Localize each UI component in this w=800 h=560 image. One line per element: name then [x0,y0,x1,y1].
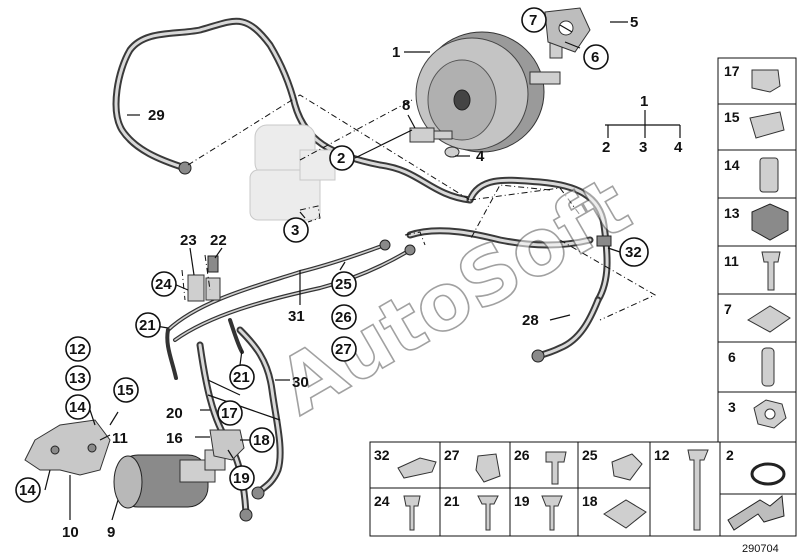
callout-25: 25 [335,276,352,293]
callout-3: 3 [291,222,299,239]
watermark-text: AutoSoft [264,161,645,433]
grid-icon-18 [603,499,647,529]
callout-1: 1 [392,44,400,61]
hierarchy-legend: 1 2 3 4 [602,93,683,156]
leader-lines [44,21,681,521]
callout-11: 11 [112,430,128,447]
master-cylinder-ghost [249,124,336,221]
vacuum-pump [113,449,226,509]
arrow-icon [727,495,785,531]
part-icon-17 [751,69,781,93]
callout-24: 24 [155,276,172,293]
callout-32: 32 [625,244,642,261]
grid-label-25: 25 [582,447,598,463]
part-icon-15 [749,111,785,139]
callout-12: 12 [69,341,86,358]
callout-16: 16 [166,430,183,447]
reference-number: 290704 [742,543,779,555]
grid-label-21: 21 [444,493,460,509]
callout-9: 9 [107,524,115,541]
grid-label-18: 18 [582,493,598,509]
callout-7: 7 [529,12,537,29]
valve-8 [409,127,453,143]
part-label-6: 6 [728,349,736,365]
callout-22: 22 [210,232,227,249]
callout-10: 10 [62,524,79,541]
legend-child-b: 3 [639,139,647,156]
callout-13: 13 [69,370,86,387]
reference-lines [181,94,657,321]
part-label-7: 7 [724,301,732,317]
part-label-15: 15 [724,109,740,125]
part-icon-11 [761,251,781,291]
hose-28 [406,227,602,363]
callout-18: 18 [253,432,270,449]
grid-label-27: 27 [444,447,460,463]
callout-30: 30 [292,374,309,391]
callout-23: 23 [180,232,197,249]
parts-column: 17 15 14 13 11 7 6 3 [717,57,797,443]
callout-5: 5 [630,14,638,31]
callout-21a: 21 [139,317,156,334]
grid-label-24: 24 [374,493,390,509]
grid-label-19: 19 [514,493,530,509]
legend-child-a: 2 [602,139,610,156]
legend-root: 1 [640,93,648,110]
callout-29: 29 [148,107,165,124]
callout-8: 8 [402,97,410,114]
callout-19: 19 [233,470,250,487]
parts-grid: 32 27 26 25 24 21 19 18 12 2 [369,441,797,537]
legend-child-c: 4 [674,139,683,156]
grommet-4 [444,146,460,158]
callout-27: 27 [335,341,352,358]
part-label-11: 11 [724,253,739,269]
callouts: 1 6 7 5 8 4 2 3 29 32 28 31 25 26 27 23 … [15,7,649,541]
grid-label-2: 2 [726,447,734,463]
callout-20: 20 [166,405,183,422]
callout-21b: 21 [233,369,250,386]
callout-2: 2 [337,150,345,167]
callout-15: 15 [117,382,134,399]
callout-31: 31 [288,308,305,325]
clip-23-22 [187,255,221,302]
grid-icon-25 [611,453,643,481]
callout-14a: 14 [69,399,86,416]
part-icon-6 [761,347,775,387]
callout-6: 6 [591,49,599,66]
brake-booster [415,31,563,153]
bracket-17 [209,429,245,461]
part-icon-13 [751,203,789,241]
part-label-17: 17 [724,63,740,79]
grid-icon-2 [750,462,786,486]
callout-4: 4 [476,148,485,165]
grid-icon-19 [541,495,563,531]
grid-icon-27 [475,453,501,483]
grid-icon-32 [397,457,437,479]
grid-icon-26 [545,451,567,485]
grid-label-12: 12 [654,447,670,463]
pipe-31 [165,239,416,380]
hose-29 [112,17,474,204]
grid-icon-12 [687,449,709,531]
part-icon-14 [759,157,779,193]
callout-17: 17 [221,405,238,422]
callout-14b: 14 [19,482,36,499]
part-label-14: 14 [724,157,740,173]
callout-28: 28 [522,312,539,329]
hose-32 [466,176,612,304]
part-label-13: 13 [724,205,740,221]
grid-icon-24 [403,495,421,531]
part-icon-7 [747,305,791,333]
callout-26: 26 [335,309,352,326]
part-label-3: 3 [728,399,736,415]
grid-icon-21 [477,495,499,531]
grid-label-26: 26 [514,447,530,463]
bracket-10 [24,419,111,476]
grid-label-32: 32 [374,447,390,463]
